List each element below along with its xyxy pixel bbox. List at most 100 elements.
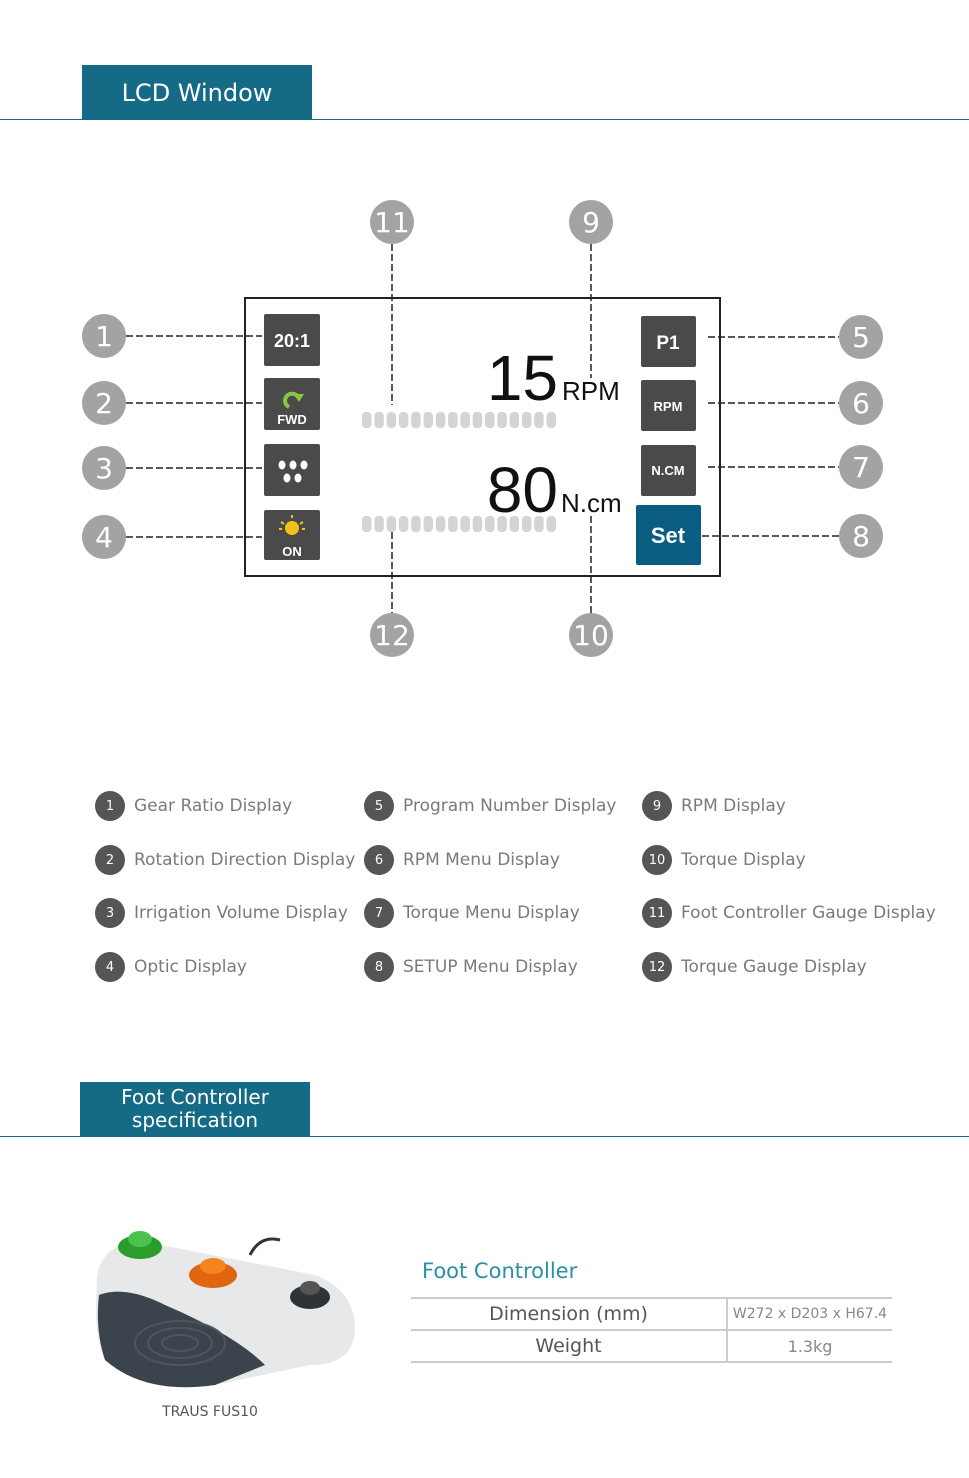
torque-gauge-segment xyxy=(485,516,495,532)
legend-item: 9 RPM Display xyxy=(642,791,786,821)
legend-item: 6 RPM Menu Display xyxy=(364,845,560,875)
callout-number: 2 xyxy=(95,387,113,420)
callout-number: 1 xyxy=(95,320,113,353)
svg-text:FWD: FWD xyxy=(277,412,307,427)
legend-label: Program Number Display xyxy=(403,796,617,816)
torque-gauge-segment xyxy=(497,516,507,532)
foot-gauge-segment xyxy=(460,412,470,428)
foot-gauge-segment xyxy=(435,412,446,428)
callout-marker xyxy=(569,200,613,244)
torque-gauge-segment xyxy=(460,516,470,532)
table-row: Weight 1.3kg xyxy=(411,1330,892,1362)
legend-item: 8 SETUP Menu Display xyxy=(364,952,578,982)
torque-unit: N.cm xyxy=(561,488,622,518)
rpm-menu-button[interactable] xyxy=(641,380,696,431)
callout-marker xyxy=(839,381,883,425)
legend-item: 11 Foot Controller Gauge Display xyxy=(642,898,936,928)
callout-marker xyxy=(370,200,414,244)
callout-number: 5 xyxy=(852,321,870,354)
legend-label: Torque Menu Display xyxy=(403,903,580,923)
rotation-direction-display xyxy=(264,378,320,430)
setup-button[interactable] xyxy=(636,505,701,565)
foot-gauge-segment xyxy=(546,412,556,428)
product-caption: TRAUS FUS10 xyxy=(162,1404,258,1420)
torque-gauge-segment xyxy=(509,516,520,532)
legend-label: SETUP Menu Display xyxy=(403,957,578,977)
foot-gauge-segment xyxy=(386,412,397,428)
spec-value: 1.3kg xyxy=(787,1336,833,1356)
callout-number: 10 xyxy=(573,619,609,652)
callout-number: 4 xyxy=(95,521,113,554)
legend-number: 8 xyxy=(364,952,394,982)
foot-gauge-segment xyxy=(472,412,483,428)
callout-number: 7 xyxy=(852,451,870,484)
torque-gauge-segment xyxy=(374,516,384,532)
gear-ratio-display xyxy=(264,314,320,366)
legend-label: Torque Display xyxy=(681,850,806,870)
legend-number: 12 xyxy=(642,952,672,982)
foot-gauge-segment xyxy=(497,412,507,428)
spec-table: Dimension (mm) W272 x D203 x H67.4 Weigh… xyxy=(411,1297,892,1363)
spec-table-title: Foot Controller xyxy=(422,1259,578,1283)
callout-marker xyxy=(839,315,883,359)
legend-number: 9 xyxy=(642,791,672,821)
spec-label: Dimension (mm) xyxy=(411,1298,728,1330)
legend-label: Irrigation Volume Display xyxy=(134,903,348,923)
legend-number: 2 xyxy=(95,845,125,875)
lcd-frame xyxy=(244,297,721,577)
torque-gauge-segment xyxy=(398,516,409,532)
legend-number: 11 xyxy=(642,898,672,928)
legend-label: RPM Menu Display xyxy=(403,850,560,870)
callout-marker xyxy=(82,446,126,490)
foot-gauge-segment xyxy=(534,412,544,428)
torque-menu-button[interactable] xyxy=(641,445,696,496)
callout-marker xyxy=(839,514,883,558)
foot-gauge-segment xyxy=(509,412,520,428)
torque-gauge-segment xyxy=(448,516,458,532)
torque-value: 80 xyxy=(487,454,558,526)
header-line-2: specification xyxy=(131,1108,259,1132)
callout-marker xyxy=(82,314,126,358)
torque-gauge-segment xyxy=(472,516,483,532)
svg-text:RPM: RPM xyxy=(654,399,683,414)
legend-label: RPM Display xyxy=(681,796,786,816)
foot-controller-header: Foot Controller specification xyxy=(80,1082,310,1136)
water-drops-icon xyxy=(278,460,308,483)
divider xyxy=(0,119,969,120)
foot-gauge-segment xyxy=(411,412,421,428)
spec-label: Weight xyxy=(411,1330,728,1362)
callout-marker xyxy=(82,515,126,559)
callout-number: 9 xyxy=(582,206,600,239)
torque-gauge-segment xyxy=(362,516,372,532)
foot-gauge-segment xyxy=(398,412,409,428)
callout-marker xyxy=(569,613,613,657)
torque-gauge-segment xyxy=(423,516,433,532)
callout-marker xyxy=(370,613,414,657)
callout-marker xyxy=(82,381,126,425)
svg-text:ON: ON xyxy=(282,544,302,559)
legend-label: Foot Controller Gauge Display xyxy=(681,903,936,923)
callout-number: 3 xyxy=(95,452,113,485)
foot-gauge-segment xyxy=(448,412,458,428)
legend-label: Gear Ratio Display xyxy=(134,796,293,816)
legend-item: 12 Torque Gauge Display xyxy=(642,952,867,982)
legend-item: 2 Rotation Direction Display xyxy=(95,845,355,875)
divider xyxy=(0,1136,969,1137)
torque-gauge-segment xyxy=(546,516,556,532)
legend-label: Rotation Direction Display xyxy=(134,850,356,870)
torque-gauge-segment xyxy=(435,516,446,532)
bulb-icon xyxy=(285,521,299,535)
callout-number: 6 xyxy=(852,387,870,420)
svg-text:N.CM: N.CM xyxy=(651,463,684,478)
svg-text:20:1: 20:1 xyxy=(274,331,310,351)
legend-number: 6 xyxy=(364,845,394,875)
irrigation-display xyxy=(264,444,320,496)
legend-label: Torque Gauge Display xyxy=(681,957,867,977)
torque-gauge-segment xyxy=(534,516,544,532)
foot-gauge-segment xyxy=(374,412,384,428)
